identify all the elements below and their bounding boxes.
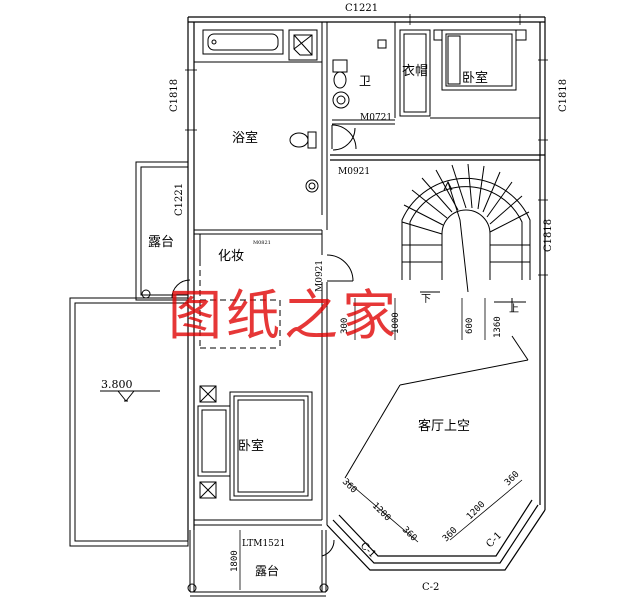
bay-label-left: C-1 bbox=[358, 540, 378, 560]
window-label-top: C1221 bbox=[345, 3, 378, 14]
balcony-big-outline bbox=[69, 297, 189, 547]
makeup-dashed bbox=[199, 240, 281, 349]
wc-fixtures bbox=[332, 39, 387, 109]
stair-up-label: 上 bbox=[509, 303, 519, 315]
dim-bay-left-360a: 360 bbox=[340, 477, 359, 496]
window-label-left-mid: C1221 bbox=[174, 183, 185, 216]
dimension-lines bbox=[239, 298, 523, 590]
bay-window bbox=[326, 499, 546, 571]
terrace-bottom bbox=[187, 530, 329, 597]
dim-600: 600 bbox=[465, 318, 475, 334]
door-label-small: M0821 bbox=[253, 240, 271, 246]
door-swings bbox=[171, 124, 357, 557]
window-label-right-top: C1818 bbox=[558, 79, 569, 112]
stair-down-label: 下 bbox=[421, 294, 431, 305]
dim-bay-right-360b: 360 bbox=[503, 470, 522, 489]
closet-box bbox=[399, 29, 431, 117]
door-label-bath: M0921 bbox=[315, 260, 325, 292]
room-label-closet: 衣帽 bbox=[402, 63, 428, 79]
door-label-hall: M0921 bbox=[338, 167, 370, 177]
dim-1360: 1360 bbox=[493, 316, 503, 338]
room-label-bedroom-main: 卧室 bbox=[238, 438, 264, 454]
room-label-wc: 卫 bbox=[359, 74, 371, 88]
window-marks bbox=[185, 14, 548, 276]
room-label-bath: 浴室 bbox=[232, 130, 258, 146]
dim-300: 300 bbox=[340, 318, 350, 334]
bath-sink bbox=[305, 179, 319, 193]
dim-bay-right-360a: 360 bbox=[441, 526, 460, 545]
terrace-left-outline bbox=[135, 161, 189, 301]
dim-1000: 1000 bbox=[391, 312, 401, 334]
spiral-stair bbox=[401, 163, 531, 312]
elevation-label: 3.800 bbox=[101, 378, 133, 391]
watermark: 图纸之家 bbox=[168, 284, 400, 347]
exterior-walls bbox=[187, 16, 546, 540]
room-label-terrace-bottom: 露台 bbox=[255, 563, 279, 578]
bed-main bbox=[197, 385, 313, 501]
room-label-makeup: 化妆 bbox=[218, 249, 244, 264]
bay-label-bottom: C-2 bbox=[422, 582, 439, 593]
bathtub bbox=[202, 29, 284, 55]
door-label-wc: M0721 bbox=[360, 113, 392, 123]
dim-bay-left-360b: 360 bbox=[400, 525, 419, 544]
door-label-terrace: LTM1521 bbox=[242, 539, 285, 549]
dim-bay-right-1200: 1200 bbox=[465, 500, 487, 522]
dim-bay-left-1200: 1200 bbox=[370, 501, 392, 523]
window-label-left-top: C1818 bbox=[169, 79, 180, 112]
bed-top bbox=[433, 29, 527, 91]
room-label-bedroom-top: 卧室 bbox=[462, 70, 488, 86]
window-label-right-mid: C1818 bbox=[543, 219, 554, 252]
bath-toilet bbox=[289, 131, 317, 149]
room-label-living-void: 客厅上空 bbox=[418, 418, 470, 434]
dim-1800: 1800 bbox=[230, 550, 240, 572]
shower-tray bbox=[288, 29, 318, 61]
room-label-terrace-left: 露台 bbox=[148, 235, 174, 250]
void-outline bbox=[344, 335, 529, 479]
